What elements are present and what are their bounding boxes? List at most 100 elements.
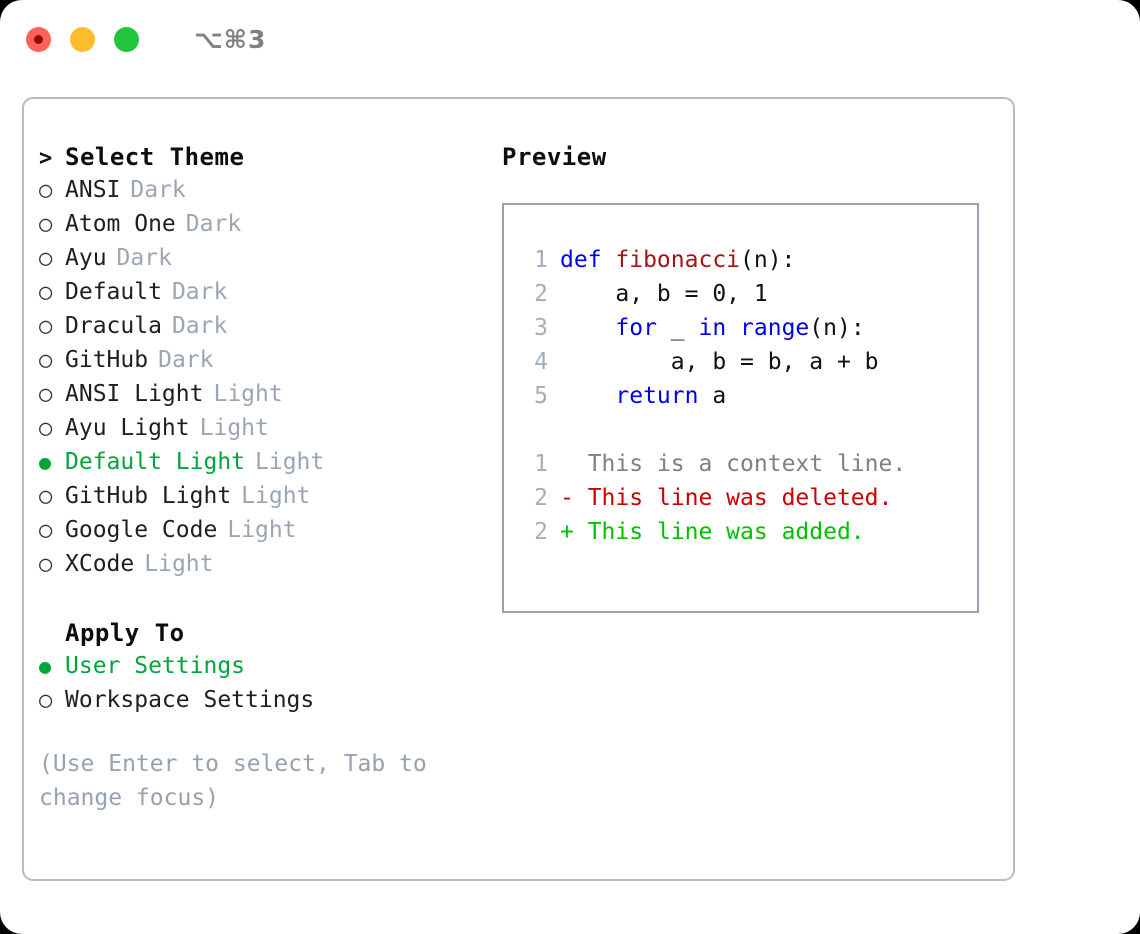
theme-name: ANSI bbox=[65, 177, 121, 203]
radio-unselected-icon[interactable]: ○ bbox=[39, 246, 53, 271]
diff-marker: + bbox=[560, 519, 588, 545]
code-text: a, b = b, a + b bbox=[560, 349, 879, 375]
apply-to-list: ● User Settings ○ Workspace Settings bbox=[39, 653, 479, 721]
apply-to-item[interactable]: ● User Settings bbox=[39, 653, 479, 687]
diff-sample: 1 This is a context line.2- This line wa… bbox=[518, 451, 977, 553]
code-token: range bbox=[740, 315, 810, 341]
theme-list-item[interactable]: ● Default Light Light bbox=[39, 449, 479, 483]
line-number: 2 bbox=[534, 519, 548, 545]
code-token: _ bbox=[656, 315, 699, 341]
theme-list-item[interactable]: ○ Ayu Dark bbox=[39, 245, 479, 279]
code-line: 5 return a bbox=[518, 383, 977, 417]
radio-unselected-icon[interactable]: ○ bbox=[39, 178, 53, 203]
code-line: 2 a, b = 0, 1 bbox=[518, 281, 977, 315]
diff-text: This line was added. bbox=[587, 519, 865, 545]
theme-name: Ayu bbox=[65, 245, 107, 271]
code-token: def bbox=[560, 247, 616, 273]
radio-unselected-icon[interactable]: ○ bbox=[39, 552, 53, 577]
radio-unselected-icon[interactable]: ○ bbox=[39, 518, 53, 543]
theme-list-item[interactable]: ○ ANSI Light Light bbox=[39, 381, 479, 415]
theme-list-item[interactable]: ○ ANSI Dark bbox=[39, 177, 479, 211]
diff-text: This line was deleted. bbox=[587, 485, 893, 511]
apply-to-name: Workspace Settings bbox=[65, 687, 315, 713]
line-number: 2 bbox=[534, 281, 548, 307]
code-token: a bbox=[698, 383, 727, 409]
select-theme-header: > Select Theme bbox=[39, 143, 479, 177]
traffic-lights bbox=[26, 26, 139, 52]
line-number: 1 bbox=[534, 451, 548, 477]
maximize-light-icon[interactable] bbox=[114, 26, 139, 52]
code-token: in bbox=[698, 315, 727, 341]
line-number: 4 bbox=[534, 349, 548, 375]
theme-name: GitHub bbox=[65, 347, 149, 373]
theme-kind-label: Dark bbox=[116, 245, 172, 271]
code-token: return bbox=[615, 383, 699, 409]
radio-selected-icon[interactable]: ● bbox=[39, 654, 52, 678]
caret-icon: > bbox=[39, 146, 53, 171]
theme-name: Default bbox=[65, 279, 162, 305]
code-line: 4 a, b = b, a + b bbox=[518, 349, 977, 383]
radio-unselected-icon[interactable]: ○ bbox=[39, 382, 53, 407]
radio-unselected-icon[interactable]: ○ bbox=[39, 212, 53, 237]
diff-line: 2- This line was deleted. bbox=[518, 485, 977, 519]
radio-unselected-icon[interactable]: ○ bbox=[39, 280, 53, 305]
radio-selected-icon[interactable]: ● bbox=[39, 450, 52, 474]
close-light-inner-dot bbox=[34, 34, 43, 44]
theme-kind-label: Dark bbox=[171, 313, 228, 339]
theme-name: XCode bbox=[65, 551, 135, 577]
line-number: 2 bbox=[534, 485, 548, 511]
diff-marker bbox=[560, 451, 588, 477]
apply-to-marker bbox=[39, 622, 65, 647]
radio-unselected-icon[interactable]: ○ bbox=[39, 348, 53, 373]
code-text: def fibonacci(n): bbox=[560, 247, 795, 273]
keyboard-hint-text: (Use Enter to select, Tab to change focu… bbox=[39, 751, 427, 811]
line-number: 3 bbox=[534, 315, 548, 341]
select-theme-label: Select Theme bbox=[65, 143, 245, 171]
keyboard-shortcut-label: ⌥⌘3 bbox=[194, 24, 267, 54]
theme-name: Default Light bbox=[65, 449, 246, 475]
radio-unselected-icon[interactable]: ○ bbox=[39, 314, 53, 339]
code-token: (n): bbox=[809, 315, 865, 341]
code-token bbox=[560, 315, 615, 341]
code-text: for _ in range(n): bbox=[560, 315, 865, 341]
diff-marker: - bbox=[560, 485, 588, 511]
radio-unselected-icon[interactable]: ○ bbox=[39, 416, 53, 441]
apply-to-item[interactable]: ○ Workspace Settings bbox=[39, 687, 479, 721]
code-token bbox=[560, 383, 615, 409]
close-light-icon[interactable] bbox=[26, 26, 51, 52]
theme-name: Ayu Light bbox=[65, 415, 190, 441]
section-spacer bbox=[39, 585, 479, 619]
code-token bbox=[726, 315, 740, 341]
radio-unselected-icon[interactable]: ○ bbox=[39, 688, 53, 713]
code-text: a, b = 0, 1 bbox=[560, 281, 767, 307]
theme-kind-label: Light bbox=[227, 517, 297, 543]
apply-to-name: User Settings bbox=[65, 653, 246, 679]
radio-unselected-icon[interactable]: ○ bbox=[39, 484, 53, 509]
code-token: for bbox=[615, 315, 657, 341]
code-token: (n): bbox=[740, 247, 796, 273]
theme-kind-label: Light bbox=[213, 381, 283, 407]
line-number: 5 bbox=[534, 383, 548, 409]
theme-name: ANSI Light bbox=[65, 381, 204, 407]
theme-kind-label: Light bbox=[255, 449, 325, 475]
theme-kind-label: Dark bbox=[130, 177, 186, 203]
code-token: fibonacci bbox=[615, 247, 741, 273]
theme-name: GitHub Light bbox=[65, 483, 232, 509]
diff-line: 2 + This line was added. bbox=[518, 519, 977, 553]
theme-kind-label: Dark bbox=[185, 211, 242, 237]
minimize-light-icon[interactable] bbox=[70, 26, 95, 52]
